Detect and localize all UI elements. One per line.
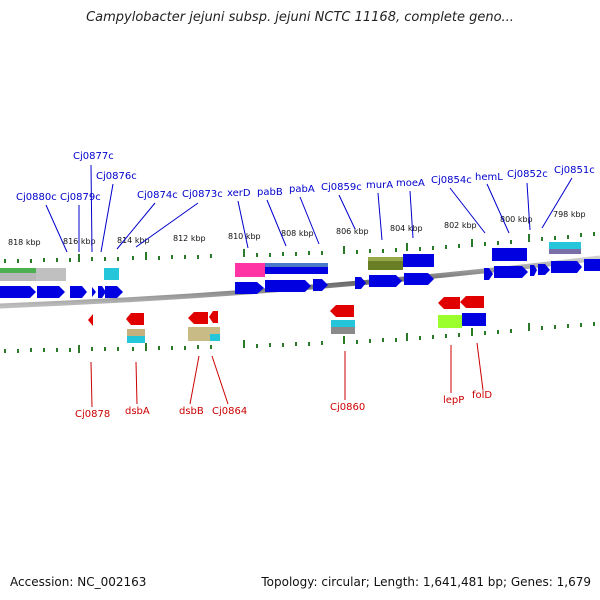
gene-label: Cj0877c	[73, 151, 114, 162]
gene-label: Cj0860	[330, 402, 365, 413]
top-feature-blocks	[0, 242, 581, 281]
gene-label: moeA	[396, 178, 425, 189]
gene-label: Cj0851c	[554, 165, 595, 176]
forward-genes	[0, 259, 600, 298]
gene-label: pabA	[289, 184, 315, 195]
scale-label: 802 kbp	[444, 221, 477, 230]
bottom-gene-labels: Cj0878 dsbA dsbB Cj0864 Cj0860 lepP folD	[75, 390, 492, 420]
gene-label: dsbB	[179, 406, 204, 417]
gene-label: Cj0878	[75, 409, 110, 420]
genome-stats-text: Topology: circular; Length: 1,641,481 bp…	[261, 575, 591, 589]
gene-label: xerD	[227, 188, 251, 199]
accession-text: Accession: NC_002163	[10, 575, 147, 589]
gene-label: hemL	[475, 172, 503, 183]
scale-label: 808 kbp	[281, 229, 314, 238]
gene-label: Cj0876c	[96, 171, 137, 182]
gene-label: murA	[366, 180, 393, 191]
gene-label: Cj0873c	[182, 189, 223, 200]
gene-label: Cj0879c	[60, 192, 101, 203]
reverse-genes	[88, 296, 484, 326]
top-scale-ticks	[4, 232, 595, 263]
gene-label: dsbA	[125, 406, 150, 417]
gene-label: pabB	[257, 187, 283, 198]
top-leader-lines	[45, 164, 573, 253]
scale-label: 812 kbp	[173, 234, 206, 243]
scale-label: 798 kbp	[553, 210, 586, 219]
gene-label: Cj0880c	[16, 192, 57, 203]
gene-label: Cj0854c	[431, 175, 472, 186]
top-gene-labels: Cj0880c Cj0879c Cj0877c Cj0876c Cj0874c …	[16, 151, 595, 203]
bottom-feature-blocks	[127, 313, 486, 343]
gene-label: lepP	[443, 395, 464, 406]
bottom-scale-ticks	[4, 322, 595, 353]
gene-label: folD	[472, 390, 492, 401]
scale-label: 804 kbp	[390, 224, 423, 233]
scale-label: 800 kbp	[500, 215, 533, 224]
scale-label: 806 kbp	[336, 227, 369, 236]
gene-label: Cj0859c	[321, 182, 362, 193]
scale-label: 810 kbp	[228, 232, 261, 241]
scale-label: 814 kbp	[117, 236, 150, 245]
gene-label: Cj0864	[212, 406, 247, 417]
map-title: Campylobacter jejuni subsp. jejuni NCTC …	[86, 10, 514, 25]
gene-label: Cj0852c	[507, 169, 548, 180]
bottom-leader-lines	[90, 342, 484, 408]
scale-label: 818 kbp	[8, 238, 41, 247]
gene-label: Cj0874c	[137, 190, 178, 201]
